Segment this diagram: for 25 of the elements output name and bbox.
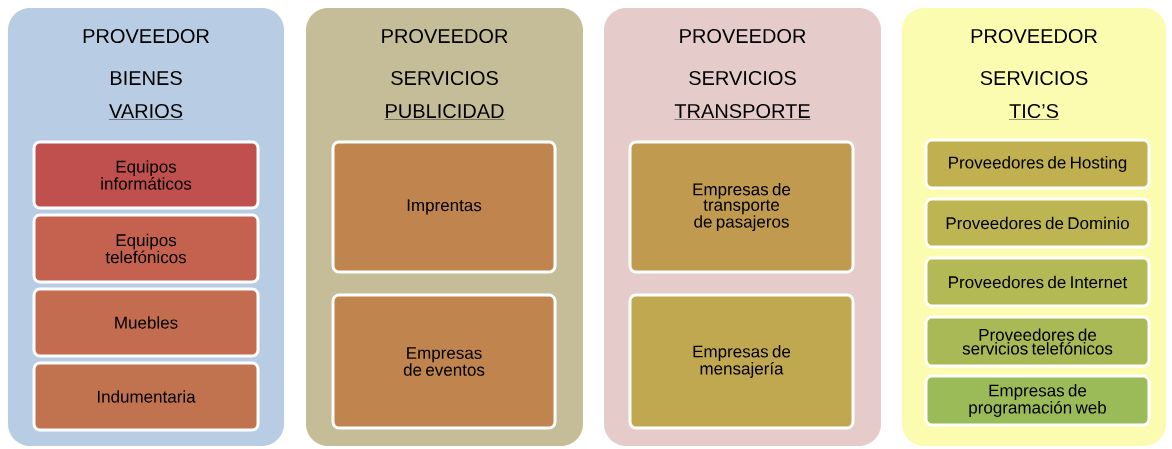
heading-text: SERVICIOS	[980, 70, 1088, 86]
heading-text: SERVICIOS	[689, 70, 796, 86]
category-box: Indumentaria	[32, 361, 260, 432]
category-box: Muebles	[32, 287, 260, 358]
heading-text: TIC’S	[1008, 103, 1060, 120]
category-box: Imprentas	[331, 140, 557, 274]
category-box: Proveedores de Dominio	[924, 197, 1151, 249]
heading-text: PROVEEDOR	[382, 28, 508, 44]
heading-text: PROVEEDOR	[680, 28, 806, 44]
category-box: Proveedores de Internet	[924, 256, 1151, 308]
category-box: Empresas de eventos	[331, 293, 557, 430]
category-box: Equipos informáticos	[32, 140, 260, 210]
category-box: Empresas de mensajería	[628, 293, 855, 430]
heading-text: TRANSPORTE	[674, 103, 811, 120]
category-box: Equipos telefónicos	[32, 213, 260, 284]
heading-text: VARIOS	[108, 103, 184, 120]
heading-text: SERVICIOS	[391, 70, 498, 86]
category-box: Empresas de transporte de pasajeros	[628, 140, 855, 274]
heading-text: PROVEEDOR	[971, 28, 1097, 44]
category-box: Proveedores de servicios telefónicos	[924, 315, 1151, 368]
category-box: Proveedores de Hosting	[924, 138, 1151, 190]
category-box: Empresas de programación web	[924, 374, 1151, 427]
heading-text: PUBLICIDAD	[384, 103, 505, 120]
heading-text: PROVEEDOR	[83, 28, 209, 44]
heading-text: BIENES	[111, 70, 182, 86]
